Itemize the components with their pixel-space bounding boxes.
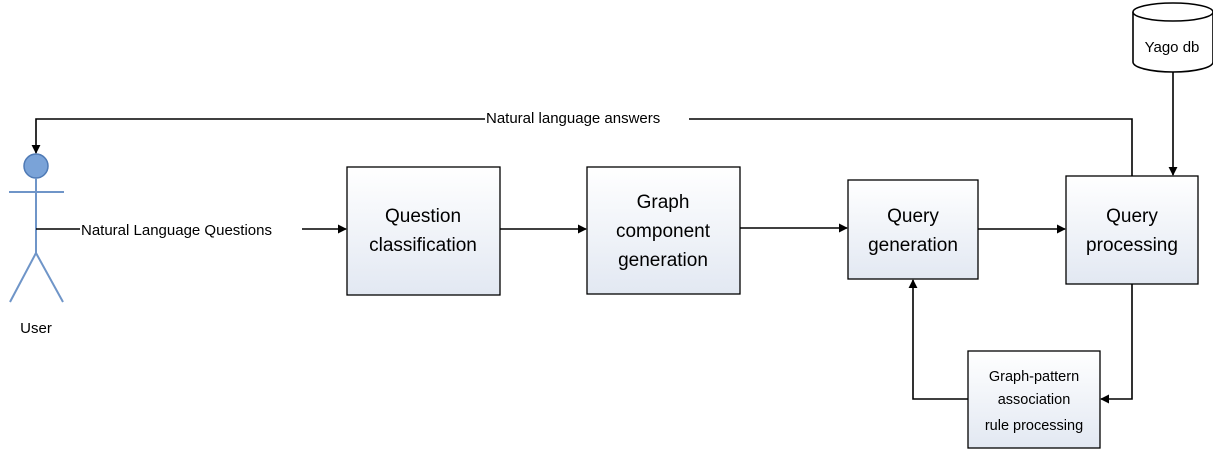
user-head-icon	[23, 153, 49, 179]
database-label: Yago db	[1145, 39, 1200, 56]
user-label: User	[20, 320, 52, 337]
edge-query-processing-to-user	[31, 118, 1133, 176]
question-classification-line-2: classification	[369, 235, 477, 256]
node-question-classification: Question classification	[346, 166, 501, 296]
stick-figure-user-icon	[9, 178, 64, 303]
query-processing-line-1: Query	[1106, 206, 1158, 227]
query-generation-line-1: Query	[887, 206, 939, 227]
graph-pattern-line-2: association	[998, 392, 1071, 408]
graph-component-generation-box	[586, 166, 741, 295]
question-classification-line-1: Question	[385, 206, 461, 227]
node-graph-pattern-rule-processing: Graph-pattern association rule processin…	[967, 350, 1101, 449]
node-graph-component-generation: Graph component generation	[586, 166, 741, 295]
edge-query-processing-to-graph-pattern	[1100, 284, 1133, 404]
graph-pattern-line-1: Graph-pattern	[989, 369, 1079, 385]
graph-pattern-line-3: rule processing	[985, 418, 1083, 434]
graph-component-line-3: generation	[618, 250, 708, 271]
edge-graph-pattern-to-query-generation	[908, 279, 968, 400]
natural-language-answers-label: Natural language answers	[486, 110, 660, 127]
query-processing-box	[1065, 175, 1199, 285]
query-processing-line-2: processing	[1086, 235, 1178, 256]
query-generation-box	[847, 179, 979, 280]
node-query-generation: Query generation	[847, 179, 979, 280]
graph-component-line-2: component	[616, 221, 711, 242]
graph-pattern-box	[967, 350, 1101, 449]
query-generation-line-2: generation	[868, 235, 958, 256]
graph-component-line-1: Graph	[637, 192, 690, 213]
node-query-processing: Query processing	[1065, 175, 1199, 285]
answers-label-bg	[485, 107, 689, 127]
yago-database: Yago db	[1132, 2, 1213, 73]
database-top	[1132, 2, 1213, 22]
natural-language-questions-label: Natural Language Questions	[81, 222, 272, 239]
question-classification-box	[346, 166, 501, 296]
questions-label-bg	[80, 219, 302, 239]
user-actor: User	[9, 153, 64, 337]
